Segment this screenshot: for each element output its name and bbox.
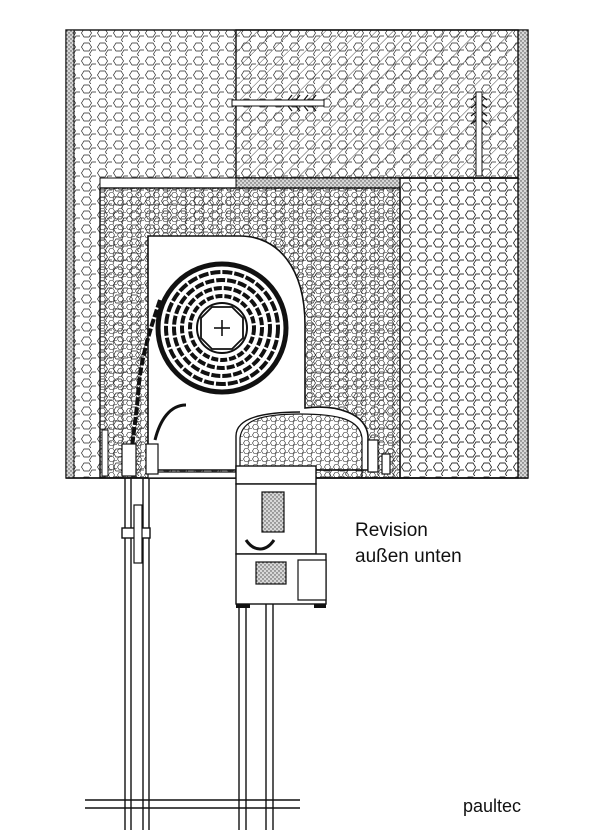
anchor-screw-vertical [470,91,488,177]
anchor-screw-horizontal [231,94,325,112]
caption-revision: Revision [355,520,428,541]
window-frame-profile [235,465,327,608]
sill-lines [85,799,300,809]
axis-cross-icon [214,320,230,336]
caption-revision-location: außen unten [355,546,462,567]
guide-profile-right [367,439,391,475]
window-glazing-lines [238,604,274,830]
pocket-insulation [239,413,363,471]
render-layer-left [65,29,75,479]
insulation-panel-right [399,177,519,479]
shutter-guide-rails [121,478,151,830]
lintel-step [99,177,401,189]
guide-profile-left [101,429,159,477]
brand-label: paultec [463,796,522,816]
render-layer-right [517,29,529,479]
